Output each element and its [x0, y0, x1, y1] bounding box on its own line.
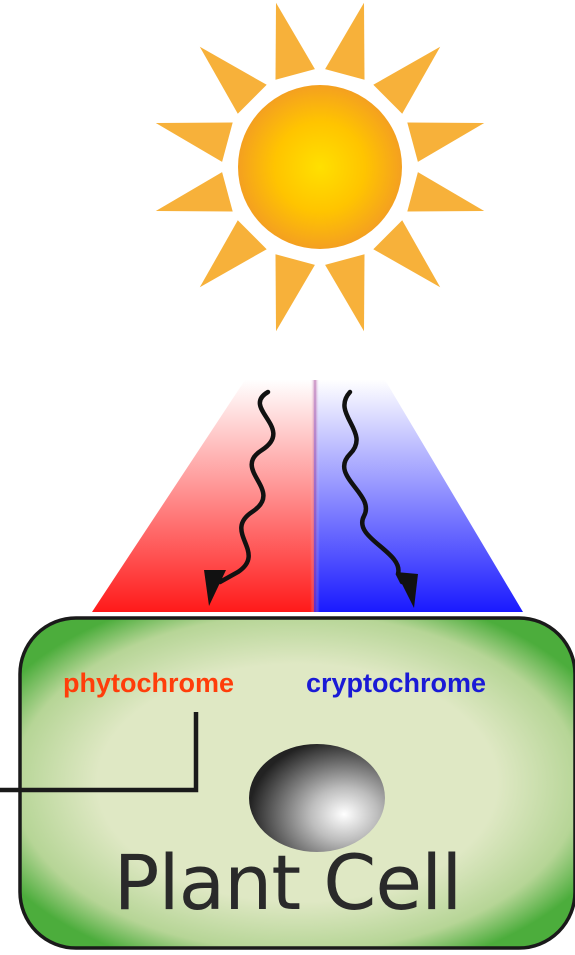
sun-core: [238, 85, 402, 249]
sun-ray: [155, 122, 233, 162]
sun-ray: [275, 2, 315, 80]
sun-ray: [199, 220, 267, 288]
sun-ray: [407, 172, 485, 212]
sun-ray: [155, 172, 233, 212]
sun-rays: [155, 2, 485, 332]
wavy-arrow-down-icon: [341, 389, 418, 608]
phytochrome-label: phytochrome: [63, 668, 235, 698]
phytochrome-connector-line: [0, 712, 199, 793]
sun-ray: [407, 122, 485, 162]
light-beam: [92, 380, 523, 612]
sun-ray: [373, 220, 441, 288]
sun-ray: [199, 46, 267, 114]
sun-ray: [325, 2, 365, 80]
nucleus-icon: [249, 744, 385, 852]
beam-seam: [270, 380, 360, 612]
sun-ray: [325, 254, 365, 332]
wavy-arrow-down-icon: [204, 389, 276, 606]
sun-ray: [373, 46, 441, 114]
sun-ray: [275, 254, 315, 332]
plant-cell-label: Plant Cell: [113, 838, 463, 927]
sun-icon: [155, 2, 485, 332]
cryptochrome-label: cryptochrome: [306, 668, 487, 698]
